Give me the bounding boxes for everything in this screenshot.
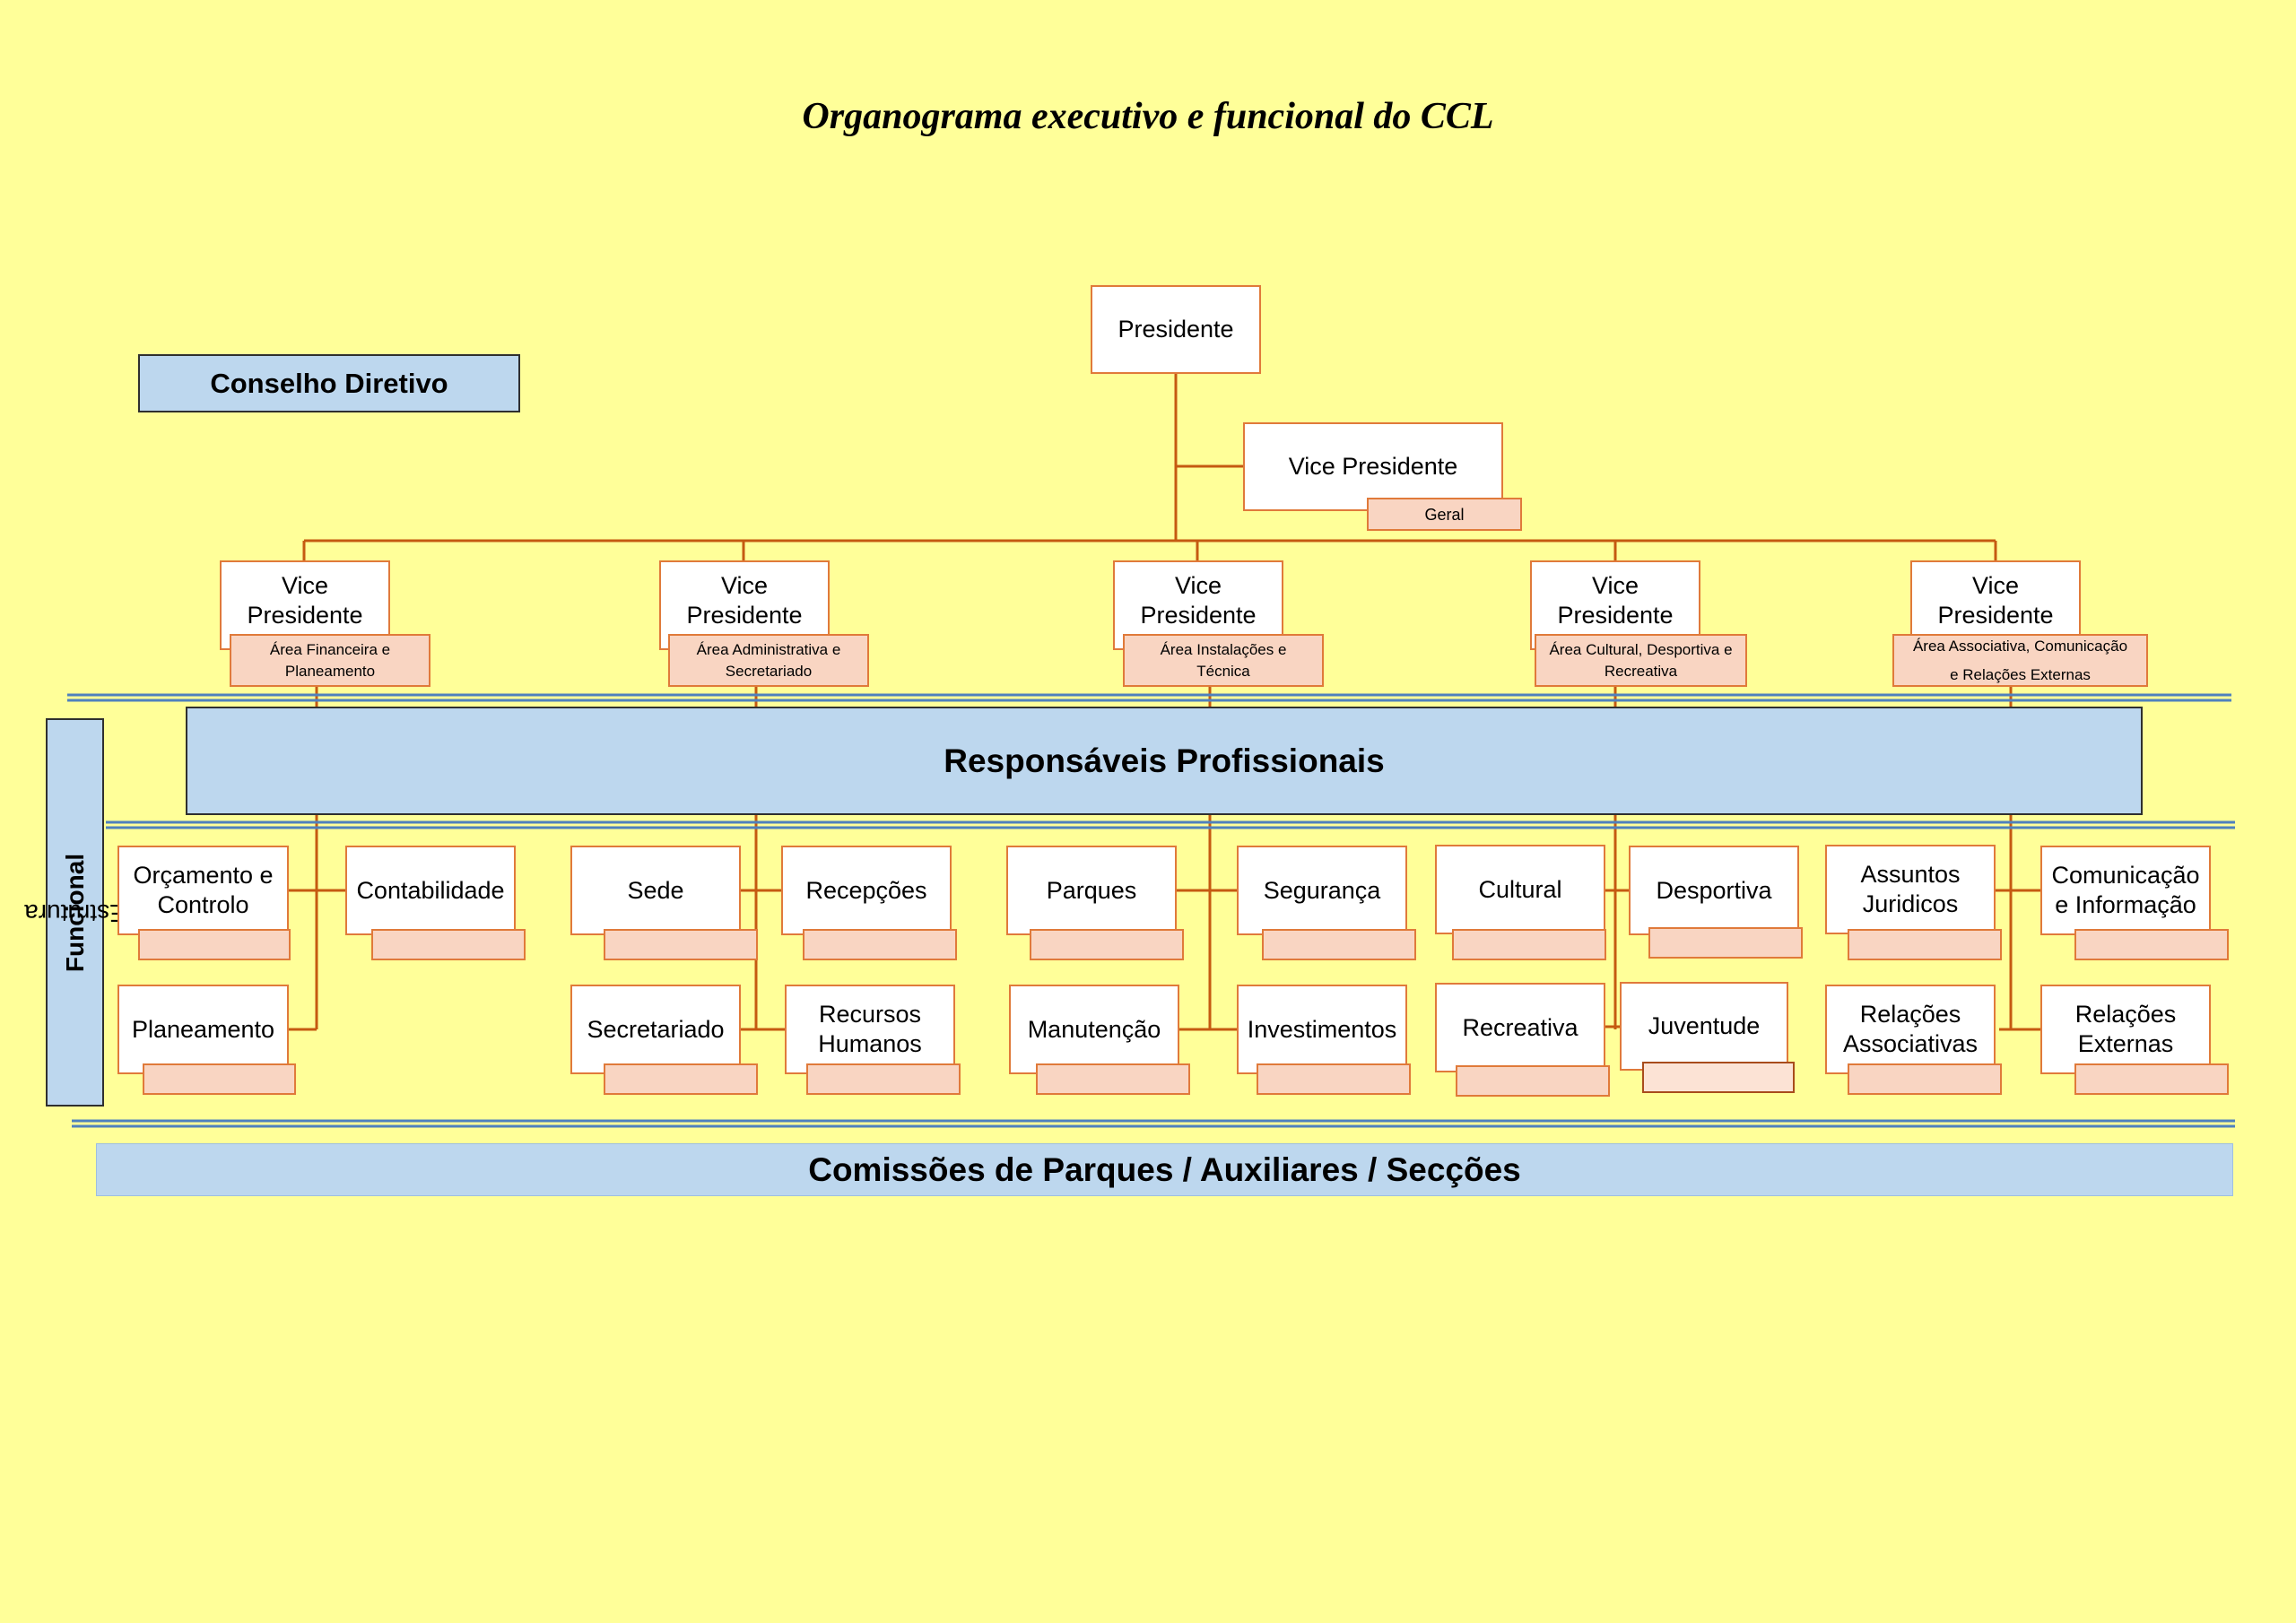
dept-tag <box>2074 929 2229 960</box>
dept-tag <box>1456 1065 1610 1097</box>
dept-box: Parques <box>1006 846 1177 935</box>
conselho-diretivo-label: Conselho Diretivo <box>138 354 520 412</box>
dept-box: Juventude <box>1620 982 1788 1071</box>
dept-tag <box>803 929 957 960</box>
dept-box: Secretariado <box>570 985 741 1074</box>
dept-tag <box>371 929 526 960</box>
estrutura-label-plain: Estrutura <box>23 898 126 927</box>
comissoes-band: Comissões de Parques / Auxiliares / Secç… <box>96 1143 2233 1196</box>
presidente-box: Presidente <box>1091 285 1261 374</box>
dept-tag <box>138 929 291 960</box>
dept-tag <box>1036 1063 1190 1095</box>
dept-tag <box>1452 929 1606 960</box>
dept-box: Sede <box>570 846 741 935</box>
dept-box: Investimentos <box>1237 985 1407 1074</box>
dept-tag <box>1262 929 1416 960</box>
dept-tag <box>604 1063 758 1095</box>
dept-tag <box>1848 929 2002 960</box>
dept-box: Planeamento <box>117 985 289 1074</box>
dept-box: Comunicação e Informação <box>2040 846 2211 935</box>
vp-area-tag: Área Associativa, Comunicação e Relações… <box>1892 634 2148 687</box>
dept-tag <box>1257 1063 1411 1095</box>
dept-box: Assuntos Juridicos <box>1825 845 1996 934</box>
dept-tag <box>1030 929 1184 960</box>
dept-tag <box>143 1063 296 1095</box>
dept-box: Manutenção <box>1009 985 1179 1074</box>
dept-tag <box>1648 927 1803 959</box>
vp-area-tag: Área Instalações e Técnica <box>1123 634 1324 687</box>
dept-box: Relações Externas <box>2040 985 2211 1074</box>
vp-area-tag: Área Financeira e Planeamento <box>230 634 430 687</box>
dept-tag <box>2074 1063 2229 1095</box>
dept-box: Cultural <box>1435 845 1605 934</box>
dept-box: Recursos Humanos <box>785 985 955 1074</box>
dept-tag <box>1642 1062 1795 1093</box>
dept-tag <box>604 929 758 960</box>
dept-box: Orçamento e Controlo <box>117 846 289 935</box>
dept-box: Recepções <box>781 846 952 935</box>
vp-geral-tag: Geral <box>1367 498 1522 531</box>
dept-box: Desportiva <box>1629 846 1799 935</box>
responsaveis-profissionais-band: Responsáveis Profissionais <box>186 707 2143 815</box>
dept-box: Segurança <box>1237 846 1407 935</box>
dept-tag <box>1848 1063 2002 1095</box>
dept-tag <box>806 1063 961 1095</box>
estrutura-funcional-label: Estrutura Funcional <box>24 718 126 1107</box>
dept-box: Relações Associativas <box>1825 985 1996 1074</box>
dept-box: Contabilidade <box>345 846 516 935</box>
vp-area-tag: Área Cultural, Desportiva e Recreativa <box>1535 634 1747 687</box>
chart-title: Organograma executivo e funcional do CCL <box>802 96 1494 137</box>
dept-box: Recreativa <box>1435 983 1605 1072</box>
vp-area-tag: Área Administrativa e Secretariado <box>668 634 869 687</box>
